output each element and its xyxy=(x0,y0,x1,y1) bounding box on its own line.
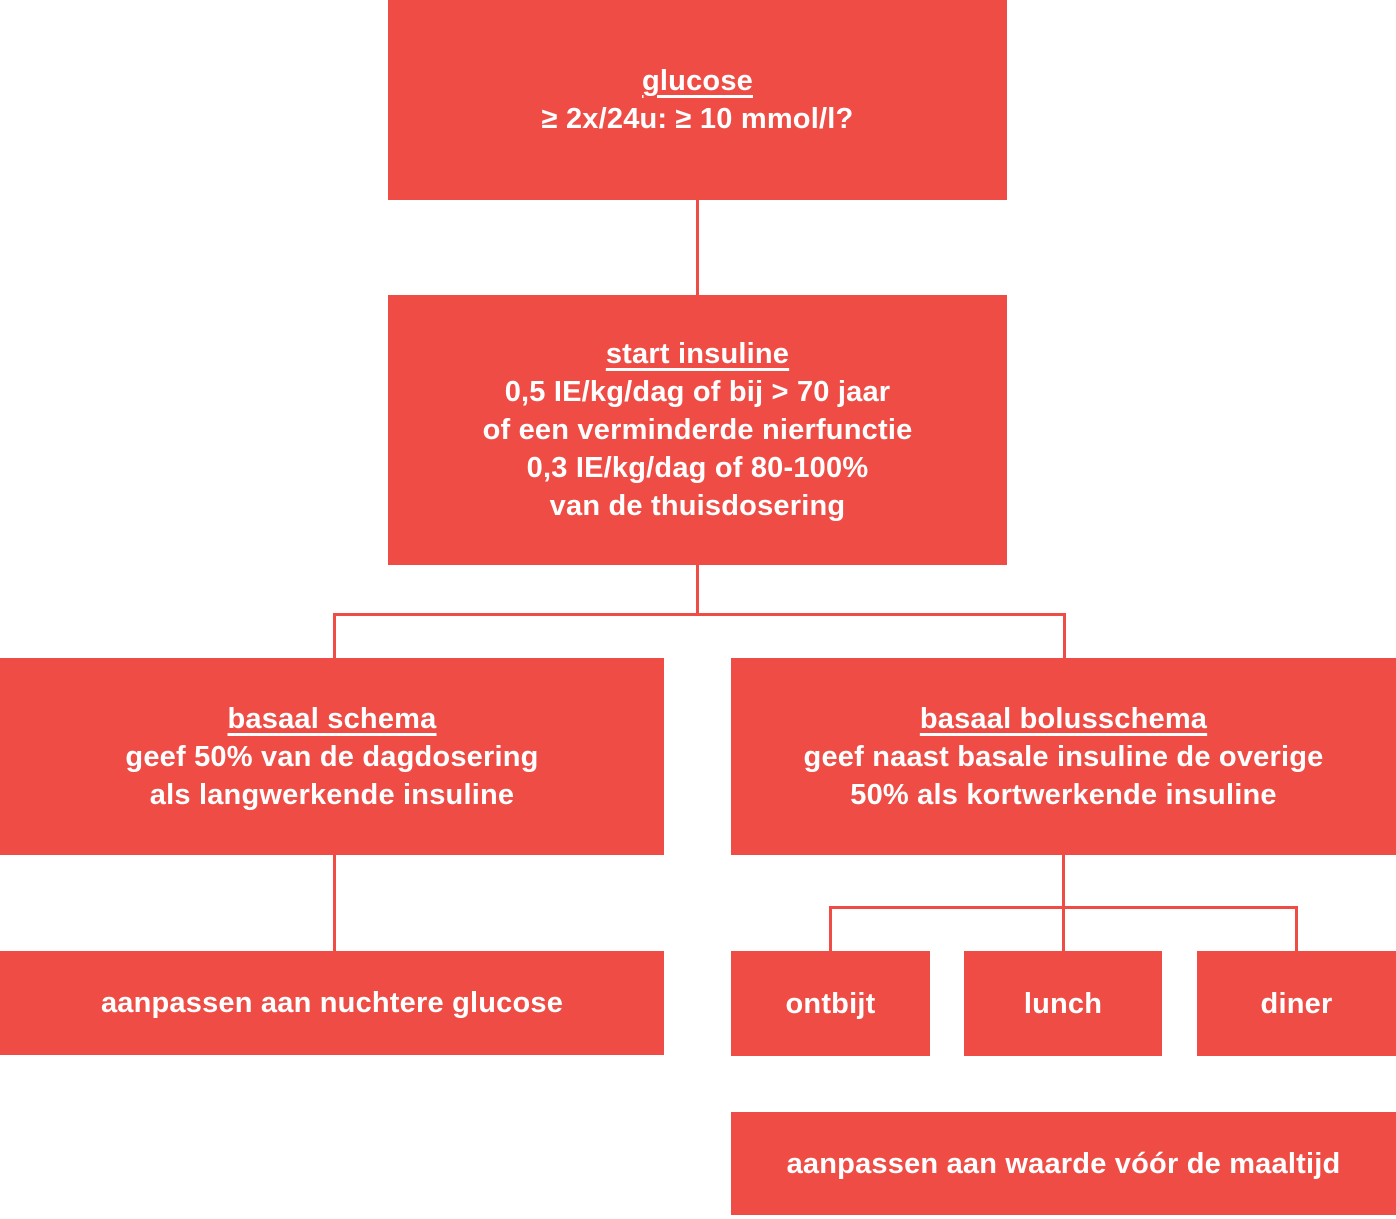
node-glucose: glucose ≥ 2x/24u: ≥ 10 mmol/l? xyxy=(388,0,1007,200)
node-basaal-schema: basaal schema geef 50% van de dagdoserin… xyxy=(0,658,664,855)
node-lunch-label: lunch xyxy=(1023,987,1103,1020)
node-basaal-bolusschema-line: 50% als kortwerkende insuline xyxy=(850,778,1277,811)
node-start-insuline-line: 0,3 IE/kg/dag of 80-100% xyxy=(526,452,869,484)
node-start-insuline-title: start insuline xyxy=(605,338,790,370)
node-basaal-bolusschema-line: geef naast basale insuline de overige xyxy=(803,740,1324,773)
node-start-insuline: start insuline 0,5 IE/kg/dag of bij > 70… xyxy=(388,295,1007,565)
connector-drop-lunch xyxy=(1062,906,1065,951)
node-diner-label: diner xyxy=(1260,987,1333,1020)
connector-drop-diner xyxy=(1295,906,1298,951)
node-basaal-schema-line: geef 50% van de dagdosering xyxy=(125,740,539,773)
node-start-insuline-line: of een verminderde nierfunctie xyxy=(482,414,913,446)
node-glucose-title: glucose xyxy=(642,65,753,97)
node-aanpassen-nuchtere-glucose: aanpassen aan nuchtere glucose xyxy=(0,951,664,1055)
connector-glucose-to-start xyxy=(696,200,699,295)
connector-start-stem xyxy=(696,565,699,613)
connector-drop-basaal-schema xyxy=(333,613,336,658)
node-basaal-bolusschema-title: basaal bolusschema xyxy=(919,702,1208,735)
node-ontbijt-label: ontbijt xyxy=(785,987,876,1020)
node-ontbijt: ontbijt xyxy=(731,951,930,1056)
node-aanpassen-waarde-maaltijd: aanpassen aan waarde vóór de maaltijd xyxy=(731,1112,1396,1215)
node-basaal-bolusschema: basaal bolusschema geef naast basale ins… xyxy=(731,658,1396,855)
node-basaal-schema-title: basaal schema xyxy=(227,702,437,735)
node-diner: diner xyxy=(1197,951,1396,1056)
node-glucose-line: ≥ 2x/24u: ≥ 10 mmol/l? xyxy=(541,103,854,135)
connector-drop-basaal-bolusschema xyxy=(1063,613,1066,658)
connector-branch-horizontal xyxy=(333,613,1066,616)
connector-basaal-to-nuchter xyxy=(333,855,336,951)
connector-drop-ontbijt xyxy=(829,906,832,951)
connector-bolus-stem xyxy=(1062,855,1065,906)
node-start-insuline-line: van de thuisdosering xyxy=(549,490,846,522)
node-lunch: lunch xyxy=(964,951,1162,1056)
node-aanpassen-nuchtere-glucose-label: aanpassen aan nuchtere glucose xyxy=(100,987,564,1019)
node-basaal-schema-line: als langwerkende insuline xyxy=(149,778,515,811)
node-start-insuline-line: 0,5 IE/kg/dag of bij > 70 jaar xyxy=(504,376,891,408)
node-aanpassen-waarde-maaltijd-label: aanpassen aan waarde vóór de maaltijd xyxy=(786,1147,1341,1180)
